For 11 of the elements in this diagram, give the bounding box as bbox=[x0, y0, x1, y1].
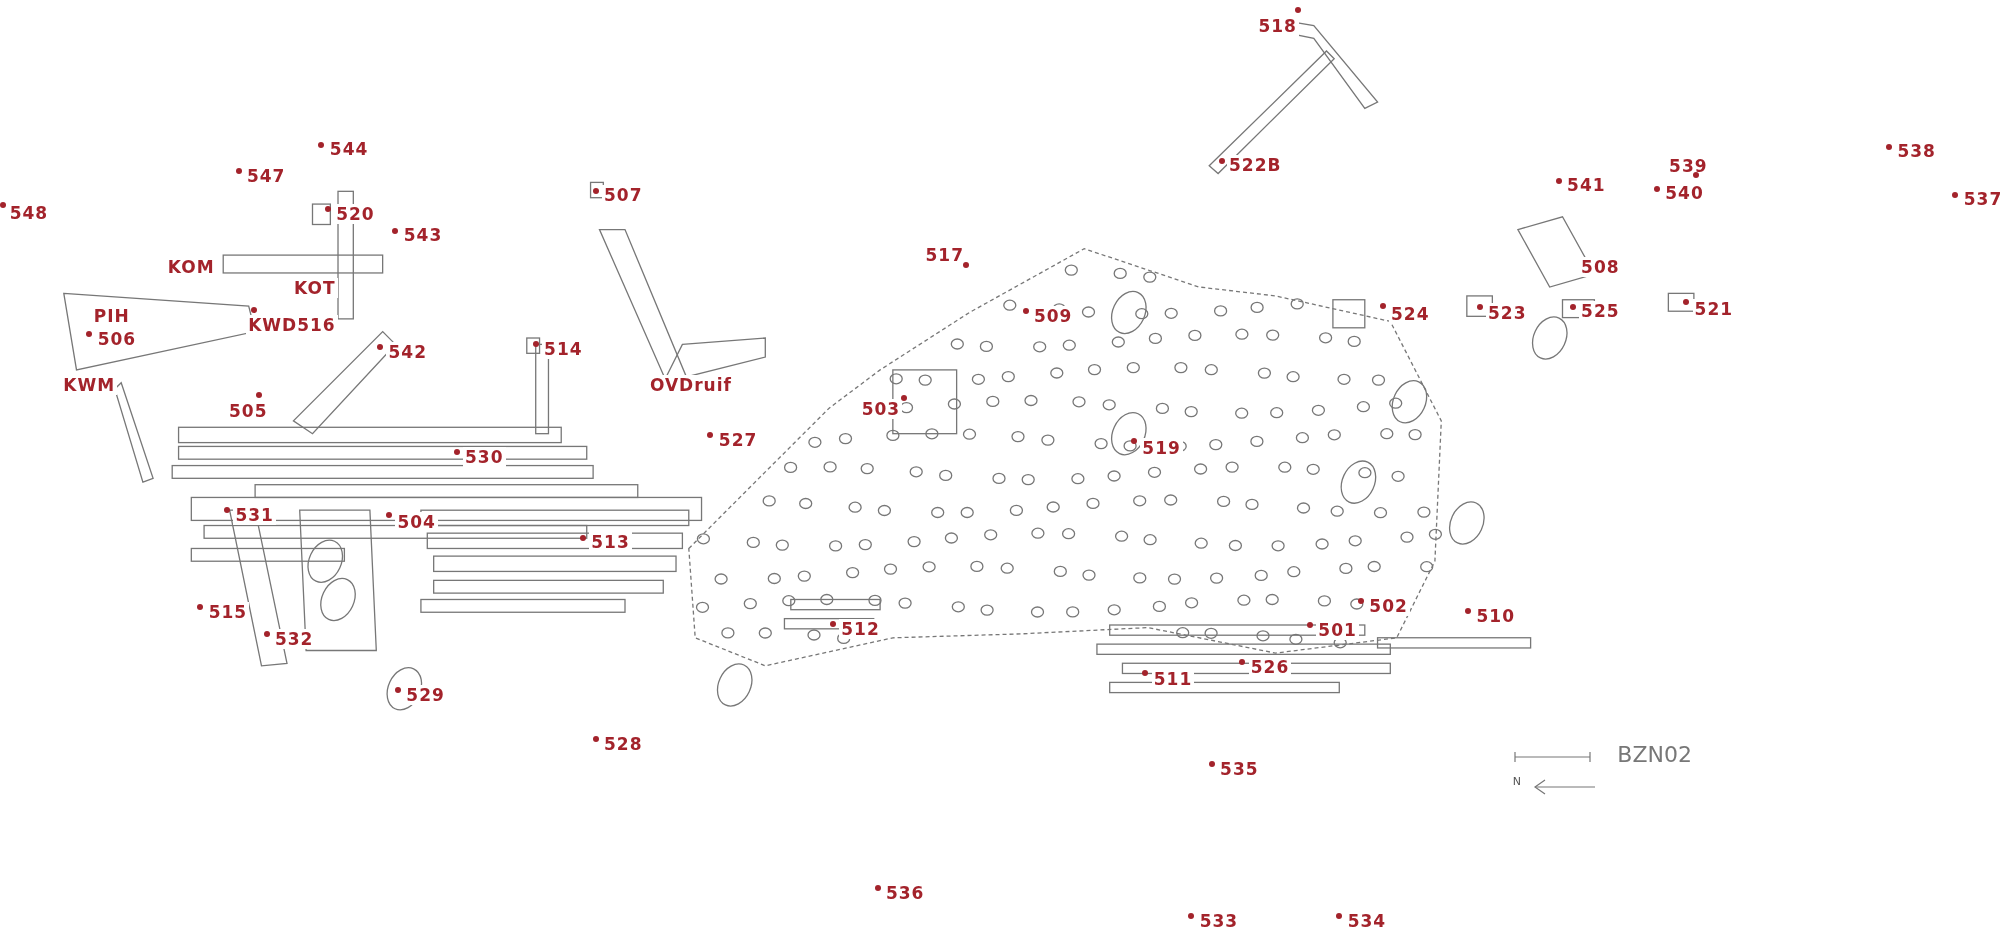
find-number-label: 530 bbox=[463, 446, 506, 467]
find-number-label: KWD516 bbox=[246, 315, 338, 336]
north-label: N bbox=[1512, 775, 1521, 788]
find-number-label: 518 bbox=[1256, 15, 1299, 36]
find-number-label: 526 bbox=[1248, 657, 1292, 678]
plan-title: BZN02 bbox=[1617, 742, 1692, 767]
find-number-label: KOT bbox=[292, 278, 338, 299]
find-number-label: 531 bbox=[233, 505, 276, 526]
find-number-label: 501 bbox=[1316, 620, 1359, 641]
find-number-label: KWM bbox=[61, 375, 118, 396]
find-number-label: 513 bbox=[589, 532, 632, 553]
